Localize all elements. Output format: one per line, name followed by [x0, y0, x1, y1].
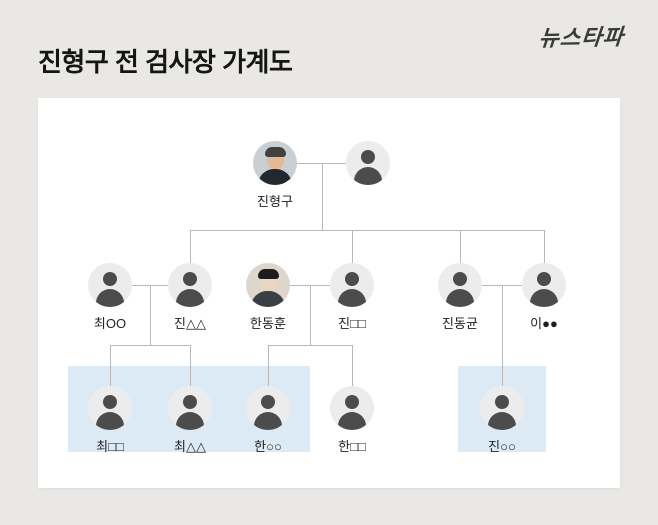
suit-shape	[258, 169, 292, 185]
person-silhouette-icon-jin-oo	[480, 386, 524, 430]
shoulders-shape	[254, 412, 282, 430]
person-label-choi-sq: 최□□	[96, 439, 124, 454]
connector-line	[190, 230, 544, 231]
connector-line	[110, 345, 111, 386]
connector-line	[310, 285, 311, 345]
head-shape	[361, 150, 375, 164]
head-shape	[345, 272, 359, 286]
page-title: 진형구 전 검사장 가계도	[38, 47, 293, 77]
connector-line	[190, 230, 191, 263]
shoulders-shape	[96, 412, 124, 430]
person-silhouette-icon-jin-dong-gyun	[438, 263, 482, 307]
shoulders-shape	[488, 412, 516, 430]
shoulders-shape	[354, 167, 382, 185]
head-shape	[453, 272, 467, 286]
shoulders-shape	[338, 289, 366, 307]
person-label-choi-tri: 최△△	[174, 439, 206, 454]
connector-line	[297, 163, 346, 164]
person-label-lee: 이●●	[530, 316, 558, 331]
head-shape	[183, 272, 197, 286]
hair-shape	[264, 147, 286, 157]
shoulders-shape	[530, 289, 558, 307]
head-shape	[183, 395, 197, 409]
person-label-jin-hyung-gu: 진형구	[257, 194, 293, 209]
connector-line	[352, 345, 353, 386]
person-label-choi-oo: 최OO	[93, 316, 127, 331]
person-silhouette-icon-choi-tri	[168, 386, 212, 430]
connector-line	[502, 285, 503, 386]
person-silhouette-icon-han-oo	[246, 386, 290, 430]
person-label-han-oo: 한○○	[254, 439, 282, 454]
shoulders-shape	[338, 412, 366, 430]
person-label-han-sq: 한□□	[338, 439, 366, 454]
head-shape	[261, 395, 275, 409]
person-label-jin-dong-gyun: 진동균	[442, 316, 478, 331]
person-silhouette-icon-jin-sq	[330, 263, 374, 307]
connector-line	[352, 230, 353, 263]
person-silhouette-icon-choi-sq	[88, 386, 132, 430]
head-shape	[537, 272, 551, 286]
head-shape	[103, 272, 117, 286]
person-label-han-dong-hoon: 한동훈	[250, 316, 286, 331]
person-label-jin-oo: 진○○	[488, 439, 516, 454]
head-shape	[345, 395, 359, 409]
connector-line	[110, 345, 190, 346]
connector-line	[322, 163, 323, 230]
connector-line	[460, 230, 461, 263]
head-shape	[495, 395, 509, 409]
newstapa-logo: 뉴스타파	[537, 24, 626, 51]
person-label-jin-tri: 진△△	[174, 316, 206, 331]
person-silhouette-icon-jin-hyung-gu-spouse	[346, 141, 390, 185]
shoulders-shape	[176, 412, 204, 430]
person-silhouette-icon-han-sq	[330, 386, 374, 430]
connector-line	[150, 285, 151, 345]
connector-line	[544, 230, 545, 263]
shoulders-shape	[96, 289, 124, 307]
person-label-jin-sq: 진□□	[338, 316, 366, 331]
connector-line	[268, 345, 269, 386]
hair-shape	[257, 269, 279, 279]
connector-line	[190, 345, 191, 386]
person-silhouette-icon-lee	[522, 263, 566, 307]
shoulders-shape	[176, 289, 204, 307]
person-silhouette-icon-jin-tri	[168, 263, 212, 307]
head-shape	[103, 395, 117, 409]
photo-avatar-han-dong-hoon	[246, 263, 290, 307]
connector-line	[268, 345, 352, 346]
shoulders-shape	[446, 289, 474, 307]
photo-avatar-jin-hyung-gu	[253, 141, 297, 185]
suit-shape	[251, 291, 285, 307]
person-silhouette-icon-choi-oo	[88, 263, 132, 307]
